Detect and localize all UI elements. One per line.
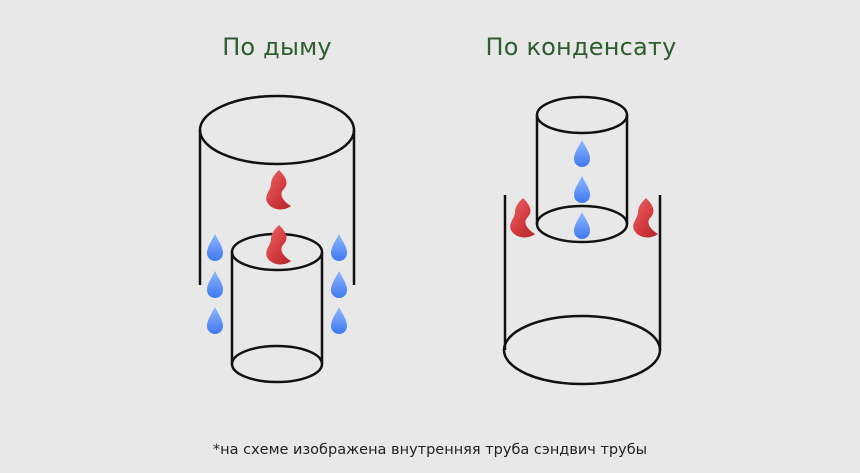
outer-pipe-left <box>198 94 356 285</box>
water-drop-icon <box>574 140 590 167</box>
water-drop-icon <box>207 307 223 334</box>
water-drop-icon <box>331 271 347 298</box>
outer-pipe-right <box>502 195 662 386</box>
title-condensate: По конденсату <box>485 33 677 61</box>
footnote: *на схеме изображена внутренняя труба сэ… <box>212 442 648 458</box>
water-drop-icon <box>207 271 223 298</box>
water-drop-icon <box>574 176 590 203</box>
inner-pipe-right <box>535 95 629 244</box>
water-drop-icon <box>574 212 590 239</box>
water-drop-icon <box>207 234 223 261</box>
condensate-configuration <box>502 95 662 386</box>
water-drop-icon <box>331 234 347 261</box>
water-drop-icon <box>331 307 347 334</box>
flame-icon <box>510 198 535 238</box>
flame-icon <box>633 198 658 238</box>
title-smoke: По дыму <box>222 33 332 61</box>
smoke-configuration <box>198 94 356 384</box>
flame-icon <box>266 170 291 210</box>
flame-icon <box>266 225 291 265</box>
